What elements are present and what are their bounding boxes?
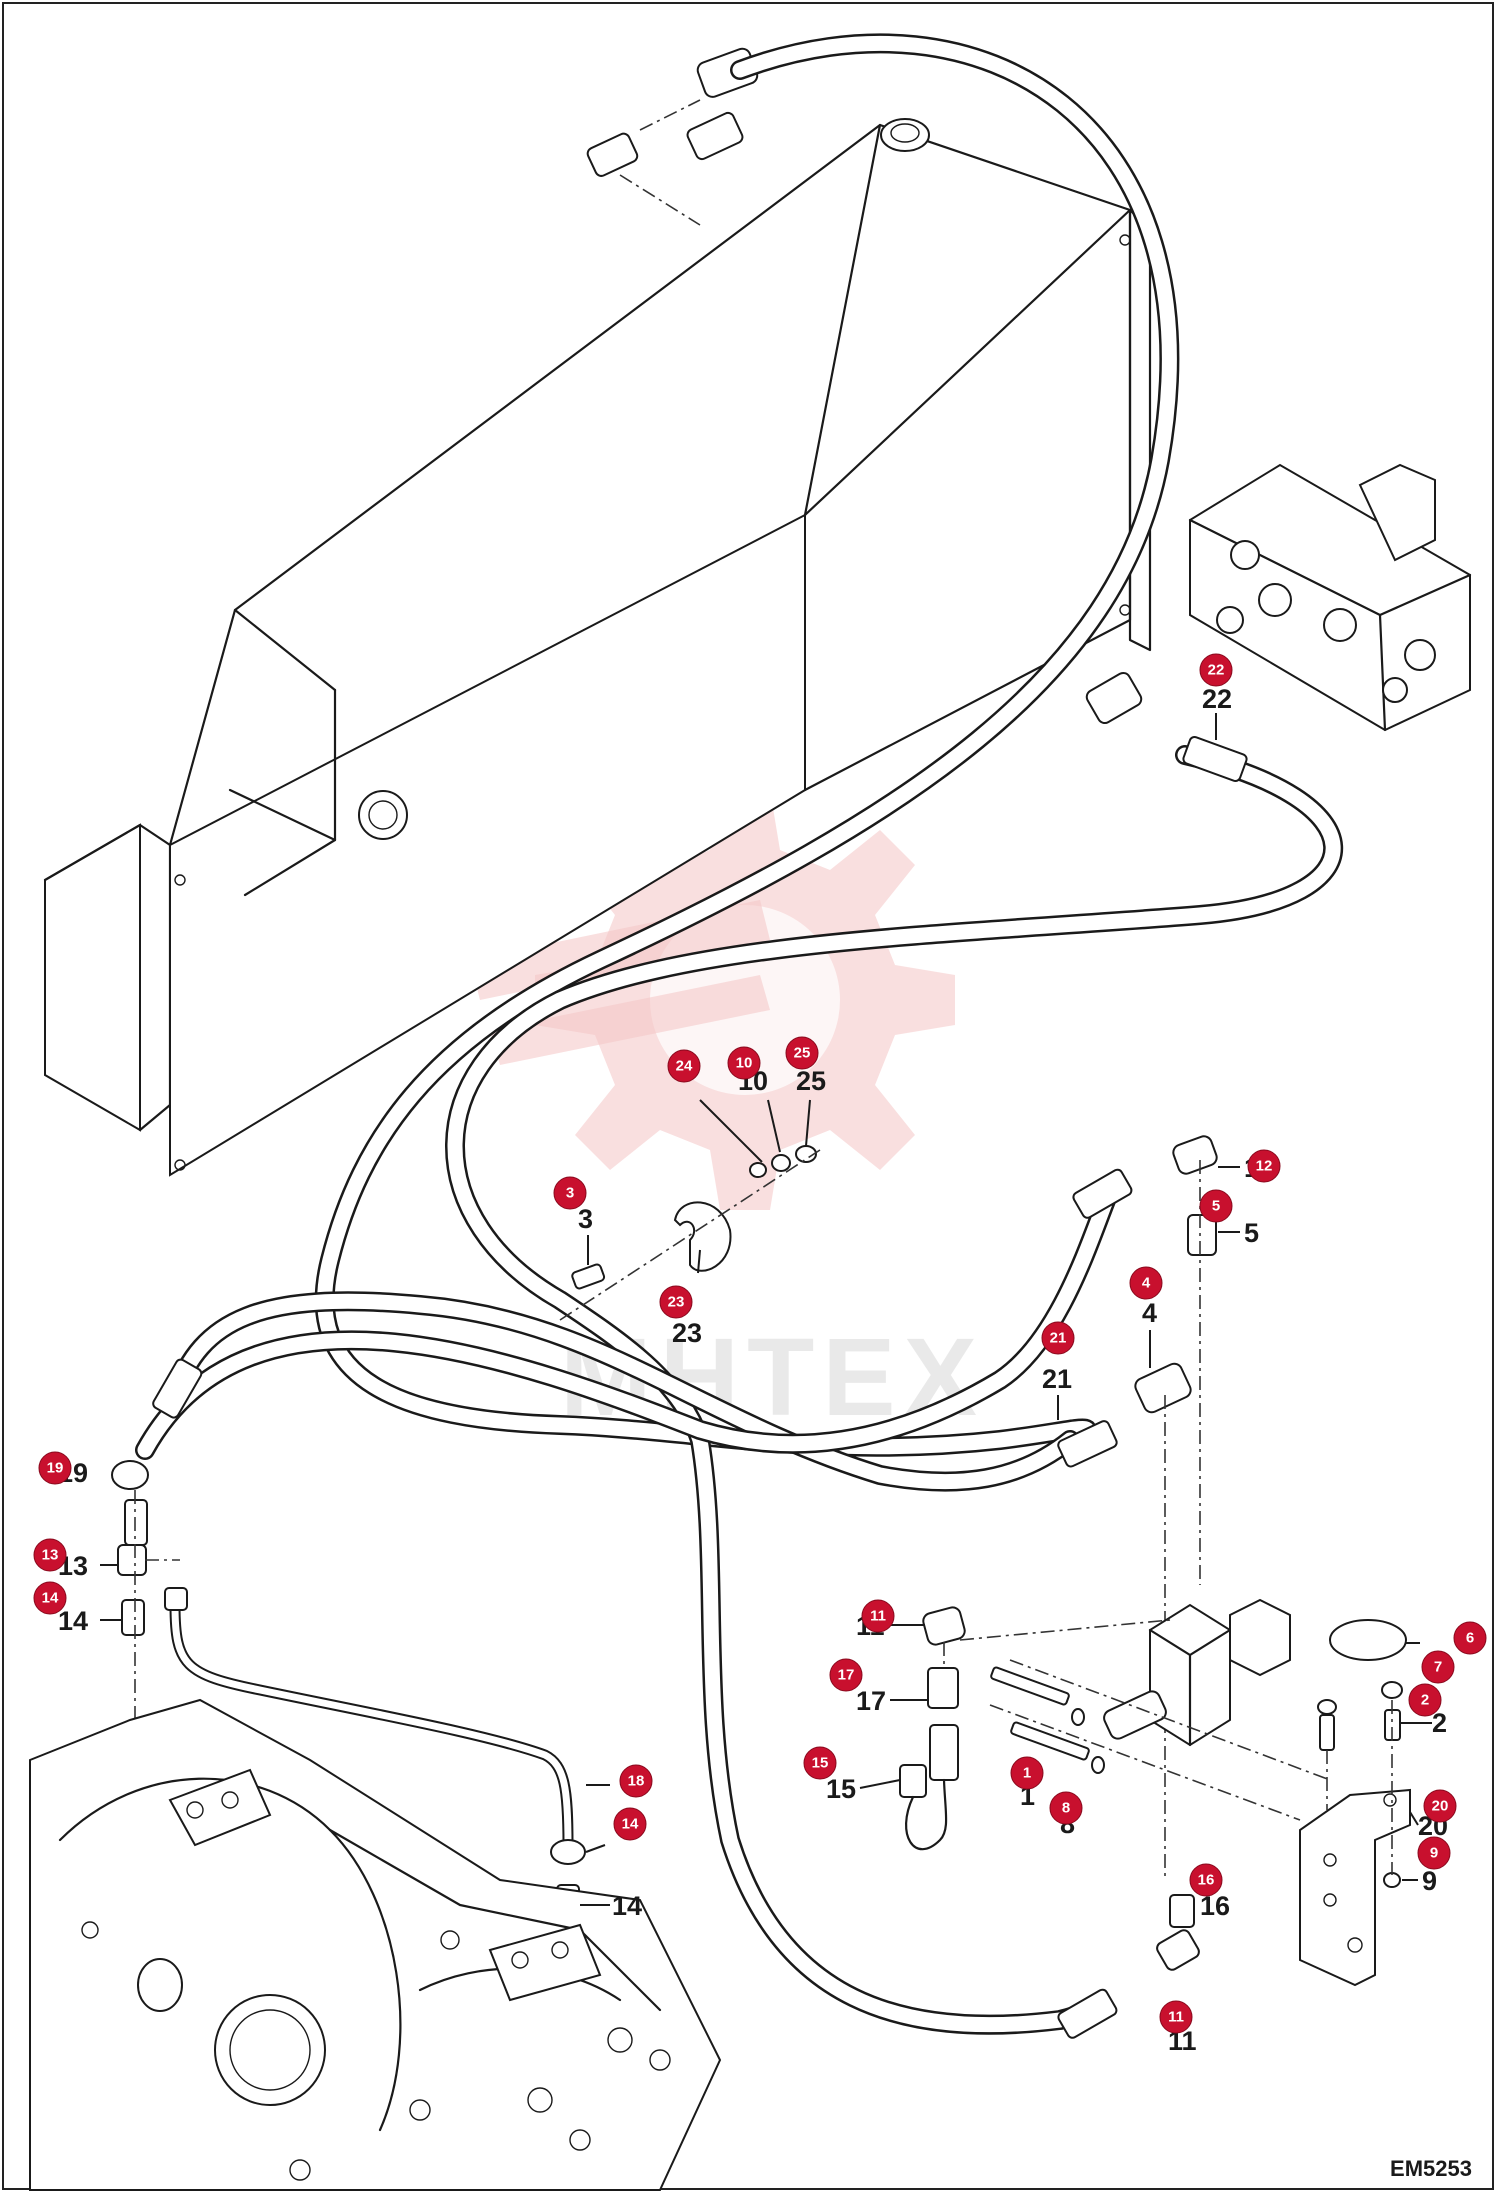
svg-text:14: 14 <box>622 1816 639 1833</box>
label-5: 5 <box>1244 1218 1259 1248</box>
svg-text:25: 25 <box>794 1045 811 1062</box>
svg-text:19: 19 <box>47 1460 64 1477</box>
badge-6: 6 <box>1453 1621 1487 1655</box>
badge-20: 20 <box>1423 1789 1457 1823</box>
badge-5: 5 <box>1199 1189 1233 1223</box>
badge-14a: 14 <box>33 1581 67 1615</box>
svg-text:11: 11 <box>870 1608 886 1625</box>
svg-text:24: 24 <box>676 1058 693 1075</box>
steel-tube <box>164 1587 574 1851</box>
svg-text:23: 23 <box>668 1294 685 1311</box>
label-21: 21 <box>1042 1364 1072 1394</box>
badge-3: 3 <box>553 1176 587 1210</box>
label-14a: 14 <box>58 1606 88 1636</box>
svg-text:15: 15 <box>812 1755 829 1772</box>
svg-text:2: 2 <box>1421 1692 1429 1709</box>
parts-7-2-9 <box>1317 1681 1403 1888</box>
hoses <box>135 33 1344 2035</box>
badge-23: 23 <box>659 1285 693 1319</box>
badge-16: 16 <box>1189 1863 1223 1897</box>
valve-block <box>1188 463 1472 732</box>
fitting-4 <box>1134 1362 1192 1414</box>
svg-text:10: 10 <box>736 1055 753 1072</box>
badge-19: 19 <box>38 1451 72 1485</box>
badge-14b: 14 <box>613 1807 647 1841</box>
badge-12: 12 <box>1247 1149 1281 1183</box>
badge-17: 17 <box>829 1658 863 1692</box>
label-22: 22 <box>1202 684 1232 714</box>
badge-11b: 11 <box>1159 2000 1193 2034</box>
label-15: 15 <box>826 1774 856 1804</box>
badge-2: 2 <box>1408 1683 1442 1717</box>
badge-8: 8 <box>1049 1791 1083 1825</box>
svg-text:7: 7 <box>1434 1659 1442 1676</box>
svg-text:18: 18 <box>628 1773 645 1790</box>
left-fittings <box>111 1460 180 1770</box>
badge-9: 9 <box>1417 1836 1451 1870</box>
bolts-1 <box>990 1666 1105 1774</box>
sensor-15-17 <box>899 1606 966 1851</box>
svg-text:3: 3 <box>566 1185 574 1202</box>
badge-15: 15 <box>803 1746 837 1780</box>
badge-10: 10 <box>727 1046 761 1080</box>
label-9: 9 <box>1422 1866 1437 1896</box>
svg-text:21: 21 <box>1050 1330 1067 1347</box>
o-ring-6 <box>1329 1619 1407 1661</box>
label-14b: 14 <box>612 1891 642 1921</box>
fitting-12 <box>1172 1135 1218 1175</box>
svg-text:14: 14 <box>42 1590 59 1607</box>
svg-text:8: 8 <box>1062 1800 1070 1817</box>
badge-21: 21 <box>1041 1321 1075 1355</box>
leader-lines <box>100 713 1432 1906</box>
label-4: 4 <box>1142 1298 1157 1328</box>
label-3: 3 <box>578 1204 593 1234</box>
hydraulic-pump <box>29 1698 722 2191</box>
badge-13: 13 <box>33 1538 67 1572</box>
svg-text:6: 6 <box>1466 1630 1474 1647</box>
badge-24: 24 <box>667 1049 701 1083</box>
hydraulic-tank <box>43 118 1152 1177</box>
bracket-20 <box>1299 1788 1411 1987</box>
clamp-assembly <box>559 1145 821 1321</box>
badge-11a: 11 <box>861 1599 895 1633</box>
svg-text:22: 22 <box>1208 662 1225 679</box>
label-25: 25 <box>796 1066 826 1096</box>
badge-7: 7 <box>1421 1650 1455 1684</box>
callout-badges: 22 24 10 25 3 23 12 5 4 21 19 13 14 11 1… <box>33 653 1487 2034</box>
drawing-code: EM5253 <box>1390 2156 1472 2181</box>
fitting-5 <box>1187 1214 1217 1256</box>
label-17: 17 <box>856 1686 886 1716</box>
svg-text:20: 20 <box>1432 1798 1449 1815</box>
svg-text:17: 17 <box>838 1667 855 1684</box>
elbow-fitting-22 <box>1085 671 1143 725</box>
svg-text:9: 9 <box>1430 1845 1438 1862</box>
svg-text:13: 13 <box>42 1547 59 1564</box>
svg-text:11: 11 <box>1168 2009 1184 2026</box>
badge-4: 4 <box>1129 1266 1163 1300</box>
badge-25: 25 <box>785 1036 819 1070</box>
badge-1: 1 <box>1010 1756 1044 1790</box>
badge-22: 22 <box>1199 653 1233 687</box>
elbow-fitting-11b <box>1156 1894 1200 1971</box>
svg-text:16: 16 <box>1198 1872 1215 1889</box>
svg-text:12: 12 <box>1256 1158 1273 1175</box>
svg-text:1: 1 <box>1023 1765 1031 1782</box>
label-2: 2 <box>1432 1708 1447 1738</box>
svg-text:5: 5 <box>1212 1198 1220 1215</box>
label-23: 23 <box>672 1318 702 1348</box>
svg-text:4: 4 <box>1142 1275 1151 1292</box>
hose-ends <box>152 735 1248 2039</box>
solenoid-valve-16 <box>959 1598 1331 1821</box>
badge-18: 18 <box>619 1764 653 1798</box>
